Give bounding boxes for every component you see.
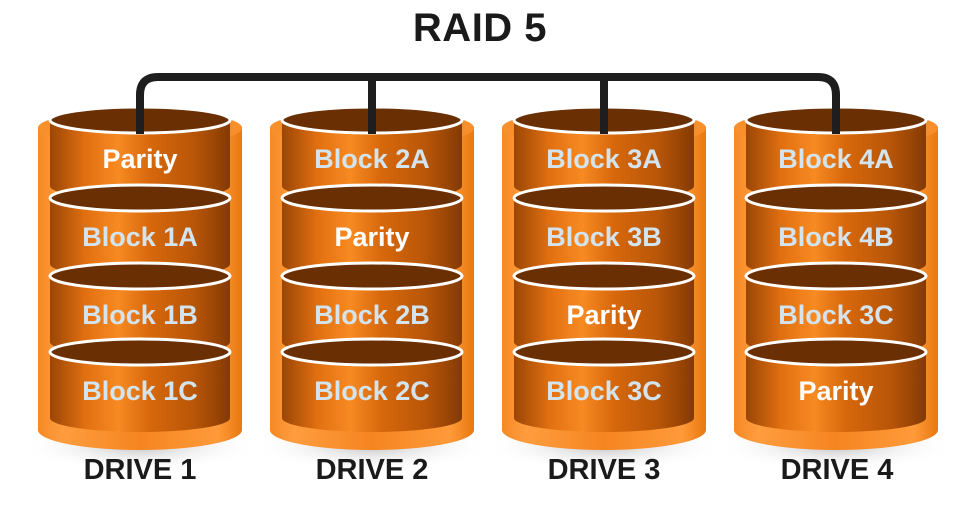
block-label: Block 2B <box>314 300 430 330</box>
parity-label: Parity <box>798 376 873 406</box>
block-label: Block 3C <box>778 300 894 330</box>
segment-top-ring <box>744 183 928 213</box>
segment-body <box>746 276 926 356</box>
segment-top-ring <box>48 337 232 367</box>
disk-segment: Block 2B <box>280 261 464 356</box>
block-label: Block 3A <box>546 144 662 174</box>
disk-segment: Block 1A <box>48 183 232 278</box>
segment-body <box>514 352 694 432</box>
segment-top-ring <box>512 261 696 291</box>
block-label: Block 1C <box>82 376 198 406</box>
disk-segment: Parity <box>512 261 696 356</box>
block-label: Block 2C <box>314 376 430 406</box>
block-label: Block 1B <box>82 300 198 330</box>
drive-label-2: DRIVE 2 <box>315 454 429 486</box>
block-label: Block 3B <box>546 222 662 252</box>
segment-top-ring <box>512 183 696 213</box>
disk-segment: Block 3C <box>744 261 928 356</box>
segment-body <box>50 120 230 200</box>
disk-segment: Parity <box>744 337 928 432</box>
segment-top-ring <box>512 337 696 367</box>
segment-top-ring <box>744 337 928 367</box>
parity-label: Parity <box>566 300 641 330</box>
segment-body <box>514 198 694 278</box>
segment-body <box>282 276 462 356</box>
parity-label: Parity <box>102 144 177 174</box>
drive-label-4: DRIVE 4 <box>780 454 894 486</box>
disk-segment: Block 4B <box>744 183 928 278</box>
disk-segment: Block 1B <box>48 261 232 356</box>
segment-body <box>746 120 926 200</box>
segment-body <box>746 198 926 278</box>
segment-top-ring <box>280 337 464 367</box>
disk-segment: Block 1C <box>48 337 232 432</box>
drive-4: Block 4A Block 4B Block 3C Parity <box>716 105 956 472</box>
drive-label-1: DRIVE 1 <box>83 454 197 486</box>
segment-body <box>50 352 230 432</box>
block-label: Block 3C <box>546 376 662 406</box>
segment-body <box>282 120 462 200</box>
block-label: Block 4A <box>778 144 894 174</box>
block-label: Block 2A <box>314 144 430 174</box>
disk-segment: Block 3C <box>512 337 696 432</box>
drive-label-3: DRIVE 3 <box>547 454 661 486</box>
segment-body <box>514 120 694 200</box>
segment-top-ring <box>48 183 232 213</box>
block-label: Block 1A <box>82 222 198 252</box>
segment-top-ring <box>280 183 464 213</box>
disk-segment: Block 2C <box>280 337 464 432</box>
disk-segment: Parity <box>48 105 232 200</box>
connector-bus <box>136 73 840 134</box>
diagram-title: RAID 5 <box>412 6 548 50</box>
segment-body <box>282 352 462 432</box>
segment-top-ring <box>280 261 464 291</box>
parity-label: Parity <box>334 222 409 252</box>
segment-top-ring <box>744 261 928 291</box>
segment-body <box>282 198 462 278</box>
segment-body <box>514 276 694 356</box>
block-label: Block 4B <box>778 222 894 252</box>
segment-body <box>746 352 926 432</box>
disk-segment: Block 3B <box>512 183 696 278</box>
segment-body <box>50 198 230 278</box>
segment-body <box>50 276 230 356</box>
segment-top-ring <box>48 261 232 291</box>
disk-segment: Parity <box>280 183 464 278</box>
